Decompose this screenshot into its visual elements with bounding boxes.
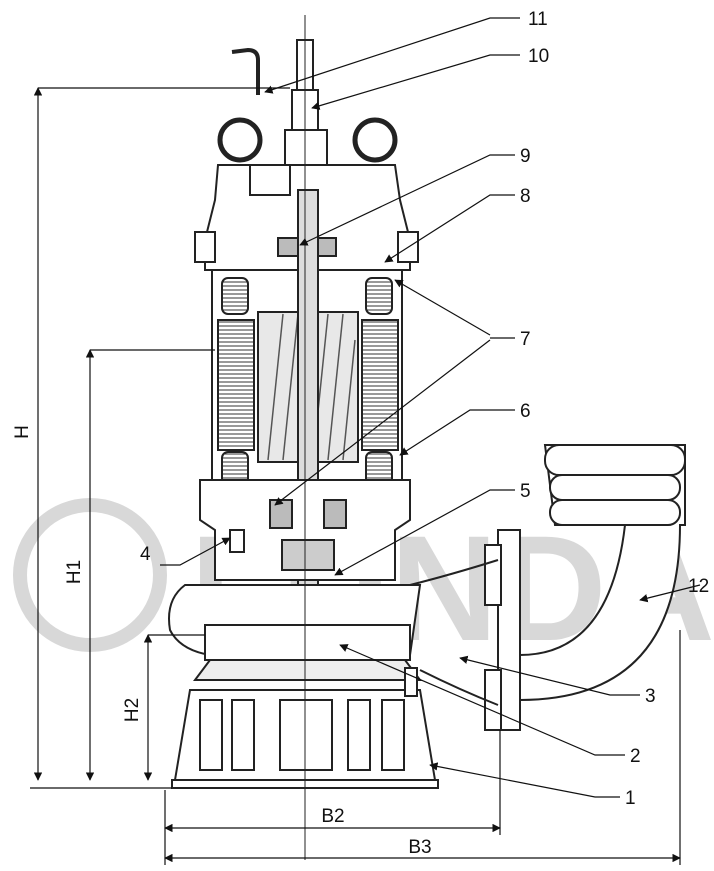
leader-6 bbox=[399, 409, 515, 456]
discharge-elbow bbox=[409, 444, 686, 731]
strainer-openings bbox=[199, 699, 405, 771]
callout-10: 10 bbox=[528, 46, 549, 67]
flange-bolt-top bbox=[484, 544, 502, 606]
base-bolt bbox=[404, 667, 418, 697]
winding-end-top-right bbox=[365, 277, 393, 315]
dim-label-h2: H2 bbox=[122, 698, 143, 722]
terminal-box bbox=[249, 164, 291, 196]
oil-plug bbox=[229, 529, 245, 553]
dim-label-h: H bbox=[12, 425, 33, 439]
lower-bearing-right bbox=[323, 499, 347, 529]
leader-11 bbox=[264, 17, 520, 94]
callout-4: 4 bbox=[140, 544, 151, 565]
leader-1 bbox=[429, 762, 620, 798]
lower-bearing-left bbox=[269, 499, 293, 529]
callout-3: 3 bbox=[645, 686, 656, 707]
discharge-connection-bottom bbox=[419, 669, 499, 706]
leader-7a bbox=[394, 279, 491, 336]
callout-11: 11 bbox=[528, 9, 548, 30]
leader-3 bbox=[459, 655, 640, 696]
impeller bbox=[193, 659, 422, 681]
callout-leaders bbox=[160, 17, 701, 798]
impeller-chamber bbox=[204, 624, 411, 661]
callout-2: 2 bbox=[630, 746, 641, 767]
hose-rib-3 bbox=[549, 499, 681, 526]
leader-8 bbox=[384, 194, 515, 263]
leader-12 bbox=[639, 584, 701, 603]
lifting-eye-left bbox=[217, 117, 263, 163]
callout-8: 8 bbox=[520, 186, 531, 207]
dim-label-h1: H1 bbox=[64, 560, 85, 584]
pump-body bbox=[168, 39, 439, 789]
leader-7b bbox=[274, 339, 491, 506]
callout-7: 7 bbox=[520, 329, 531, 350]
cover-bolt-left bbox=[194, 231, 216, 263]
callout-12: 12 bbox=[688, 576, 709, 597]
dim-label-b2: B2 bbox=[321, 806, 344, 827]
leader-2 bbox=[339, 644, 625, 756]
callout-6: 6 bbox=[520, 401, 531, 422]
stator-core-left bbox=[217, 319, 255, 451]
lifting-eye-right bbox=[352, 117, 398, 163]
stator-core-right bbox=[361, 319, 399, 451]
leader-5 bbox=[334, 489, 515, 576]
callout-1: 1 bbox=[625, 788, 636, 809]
leader-9 bbox=[299, 154, 515, 246]
mechanical-seal bbox=[281, 539, 335, 571]
hose-rib-2 bbox=[549, 474, 681, 501]
discharge-connection-top bbox=[409, 559, 499, 586]
leader-4 bbox=[160, 537, 231, 566]
leader-10 bbox=[311, 54, 520, 110]
winding-end-top-left bbox=[221, 277, 249, 315]
callout-9: 9 bbox=[520, 146, 531, 167]
hose-rib-1 bbox=[544, 444, 686, 476]
callout-5: 5 bbox=[520, 481, 531, 502]
dim-label-b3: B3 bbox=[408, 837, 431, 858]
dimension-lines bbox=[30, 87, 681, 865]
elbow-flange bbox=[497, 529, 521, 731]
cable-hook bbox=[231, 47, 260, 95]
